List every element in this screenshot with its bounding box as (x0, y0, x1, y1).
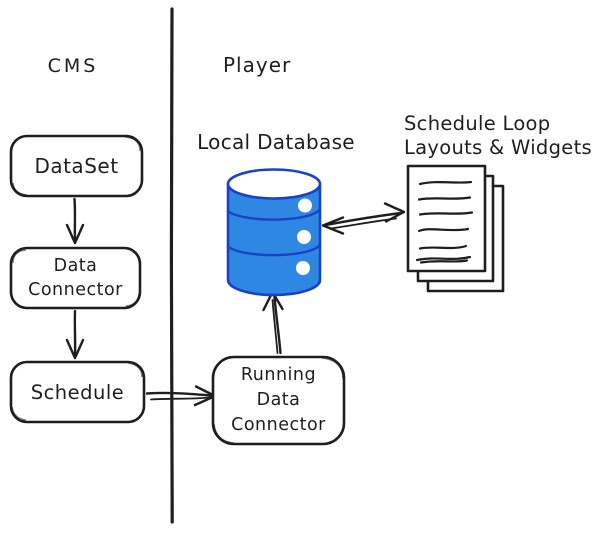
dataset-box (9, 134, 144, 198)
arrow-database-documents-bidirectional (321, 202, 406, 235)
documents-label: Schedule Loop Layouts & Widgets (404, 112, 592, 161)
running-line1: Running (240, 365, 317, 386)
local-database-label: Local Database (197, 130, 355, 154)
documents-label-line1: Schedule Loop (404, 112, 551, 135)
running-line3: Connector (231, 414, 326, 435)
documents-label-line2: Layouts & Widgets (404, 136, 592, 160)
running-data-connector-box (211, 355, 346, 446)
data-connector-line1: Data (53, 255, 98, 276)
cms-region-label: CMS (47, 55, 99, 77)
schedule-box-label-text: Schedule (30, 380, 125, 404)
data-connector-box-label: Data Connector (11, 249, 140, 307)
running-data-connector-box-label: Running Data Connector (213, 360, 344, 441)
data-connector-line2: Connector (28, 280, 123, 300)
schedule-box-label: Schedule (11, 362, 144, 422)
player-region-label: Player (223, 53, 292, 77)
dataset-box-label-text: DataSet (34, 154, 119, 178)
schedule-box (9, 360, 146, 424)
data-connector-box (9, 246, 142, 310)
arrow-data-connector-to-schedule (65, 309, 85, 360)
dataset-box-label: DataSet (11, 136, 142, 196)
arrow-schedule-to-running-data-connector (145, 385, 217, 407)
arrow-dataset-to-data-connector (65, 197, 85, 245)
database-icon (226, 168, 322, 297)
divider-line (169, 7, 174, 524)
arrow-running-data-connector-to-database (262, 290, 284, 355)
documents-icon (406, 164, 505, 293)
running-line2: Data (256, 390, 301, 411)
